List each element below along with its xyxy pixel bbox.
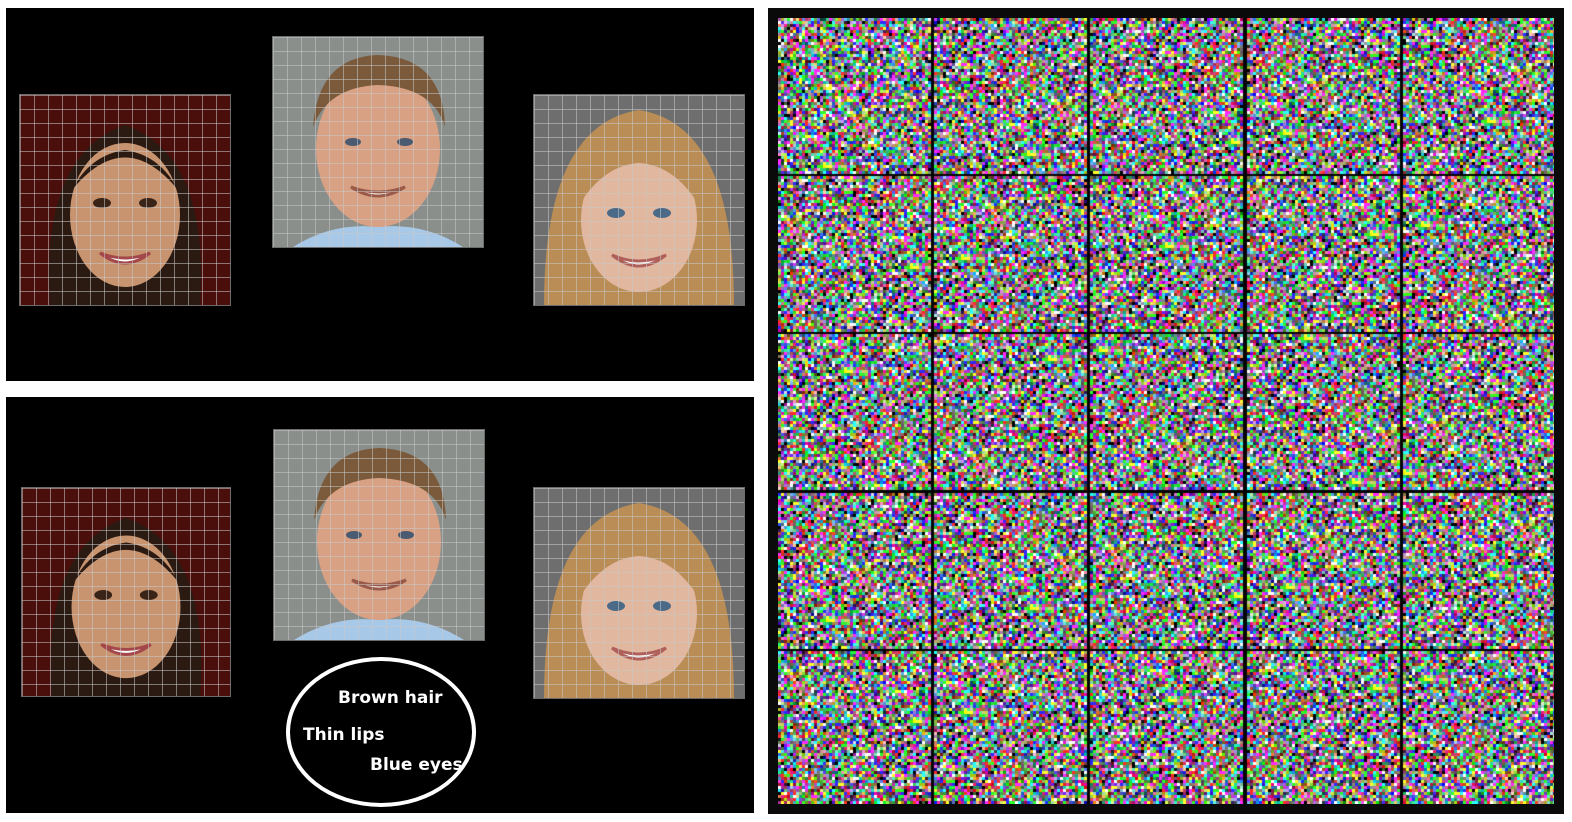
trait-blue-eyes: Blue eyes	[370, 755, 463, 775]
trait-brown-hair: Brown hair	[338, 688, 443, 708]
face-woman-blonde-hair-image	[534, 95, 744, 305]
annotated-faces-panel: Brown hair Thin lips Blue eyes	[6, 397, 754, 813]
face-woman-dark-hair-image	[20, 95, 230, 305]
noise-grid-panel	[768, 8, 1564, 814]
face-woman-blonde-hair	[533, 487, 745, 699]
face-woman-dark-hair	[19, 94, 231, 306]
face-man-brown-hair-image	[273, 37, 483, 247]
original-faces-panel	[6, 8, 754, 381]
trait-thin-lips: Thin lips	[303, 725, 385, 745]
noise-grid-canvas	[778, 18, 1554, 804]
face-woman-dark-hair	[21, 487, 231, 697]
face-man-brown-hair	[273, 429, 485, 641]
face-woman-blonde-hair-image	[534, 488, 744, 698]
trait-annotation-bubble	[286, 657, 476, 807]
face-man-brown-hair-image	[274, 430, 484, 640]
face-woman-dark-hair-image	[22, 488, 230, 696]
face-woman-blonde-hair	[533, 94, 745, 306]
face-man-brown-hair	[272, 36, 484, 248]
